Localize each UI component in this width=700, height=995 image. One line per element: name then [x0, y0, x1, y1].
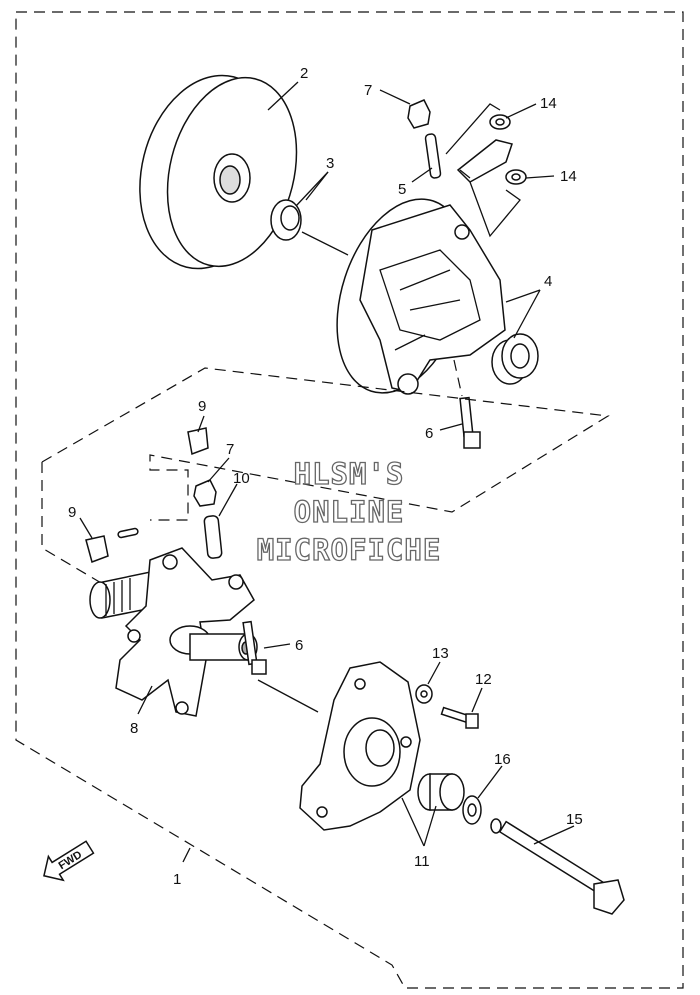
callout-14-upper: 14 — [540, 95, 557, 112]
part-3-bushing — [270, 199, 302, 241]
callout-7-lower: 7 — [226, 441, 234, 458]
callout-6-lower: 6 — [295, 637, 303, 654]
callout-1: 1 — [173, 871, 181, 888]
watermark-line-2: ONLINE — [294, 495, 405, 529]
part-4-housing — [336, 198, 506, 395]
callout-7-upper: 7 — [364, 82, 372, 99]
callout-12: 12 — [475, 671, 492, 688]
callout-5: 5 — [398, 181, 406, 198]
part-8-spider — [89, 547, 258, 717]
part-7-nut-upper — [407, 99, 431, 129]
part-15-long-bolt — [490, 818, 625, 915]
assembly-boundary — [15, 11, 684, 989]
watermark-line-3: MICROFICHE — [257, 533, 442, 567]
callout-4: 4 — [544, 273, 552, 290]
leader-lines — [79, 81, 575, 863]
part-cover-plate — [299, 661, 421, 831]
callout-6-upper: 6 — [425, 425, 433, 442]
part-14-arm — [456, 114, 527, 185]
callout-3: 3 — [326, 155, 334, 172]
part-2-sheave — [139, 74, 298, 270]
fwd-arrow-icon: FWD — [43, 840, 95, 882]
part-6-bolt-upper — [459, 396, 481, 449]
part-13-washer — [415, 684, 433, 704]
part-11-collar — [417, 773, 465, 811]
part-16-washer — [462, 795, 482, 825]
callout-16: 16 — [494, 751, 511, 768]
watermark: HLSM'S ONLINE MICROFICHE — [256, 456, 442, 567]
callout-11: 11 — [414, 853, 430, 870]
part-7-nut-lower — [193, 479, 217, 507]
callout-14-lower: 14 — [560, 168, 577, 185]
part-9-pad-lower — [85, 535, 109, 563]
watermark-line-1: HLSM'S — [294, 457, 405, 491]
callout-8: 8 — [130, 720, 138, 737]
part-10-roller — [203, 515, 223, 559]
callout-15: 15 — [566, 811, 583, 828]
part-12-bolt — [440, 706, 479, 729]
callout-10: 10 — [233, 470, 250, 487]
part-5-pin — [424, 133, 442, 179]
callout-9-upper: 9 — [198, 398, 206, 415]
part-4-spacer — [491, 333, 539, 385]
callout-2: 2 — [300, 65, 308, 82]
part-6-bolt-lower — [242, 620, 267, 675]
callout-13: 13 — [432, 645, 449, 662]
callout-9-lower: 9 — [68, 504, 76, 521]
part-9-pad-upper — [187, 427, 209, 456]
